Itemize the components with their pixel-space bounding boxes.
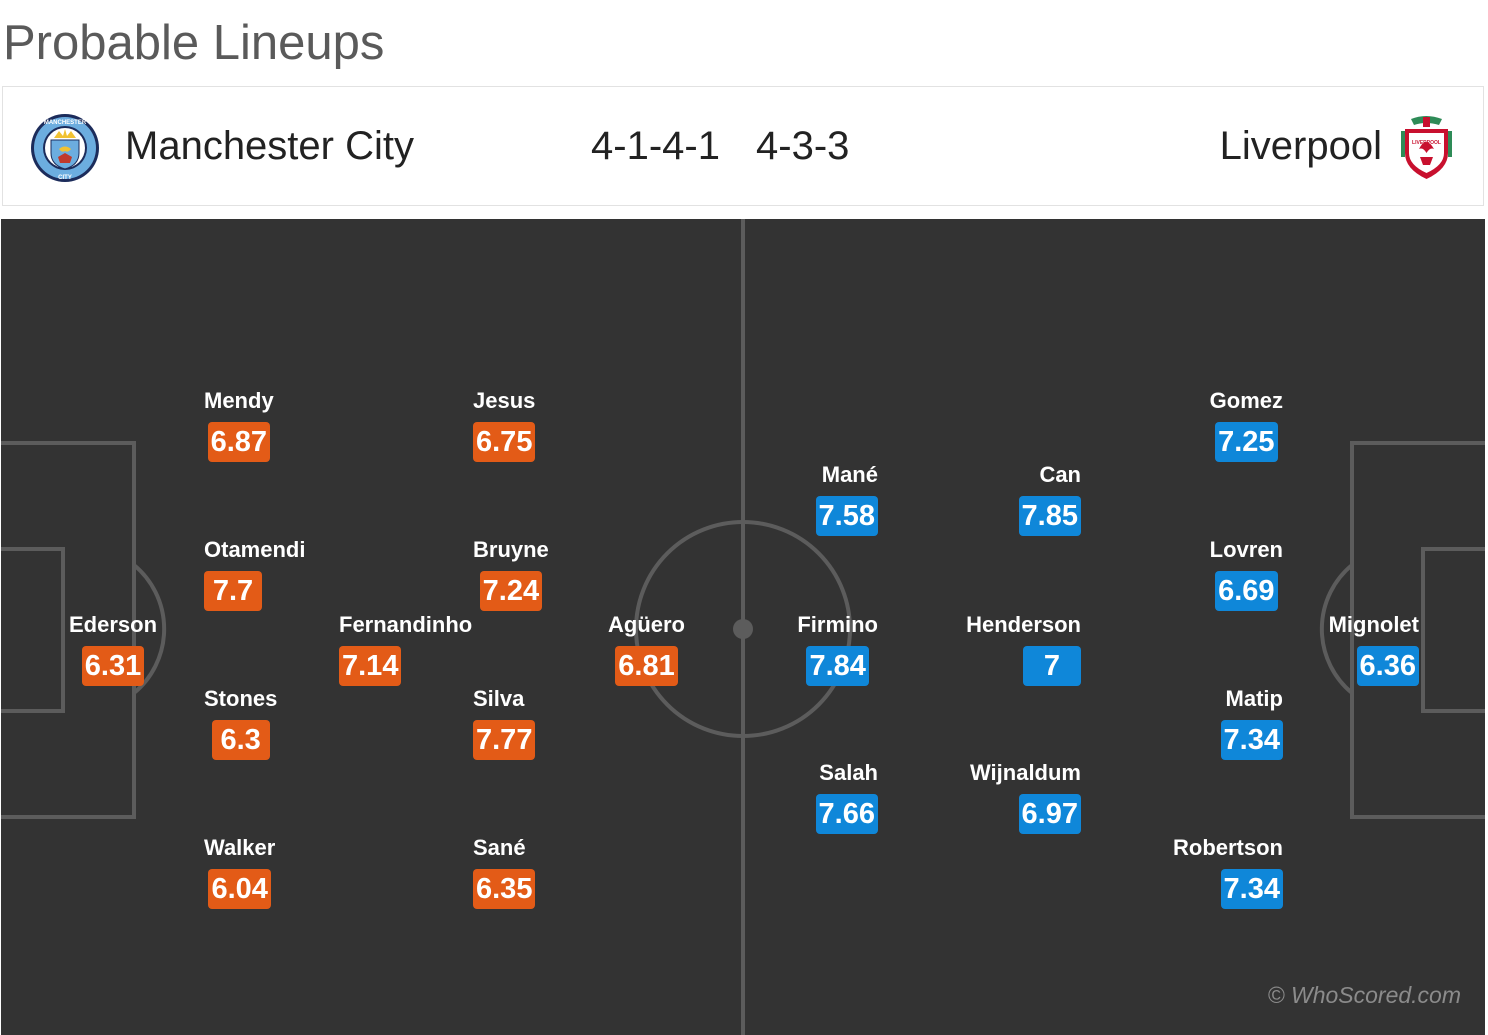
player-name: Mendy [204,388,274,413]
away-player-mignolet[interactable]: Mignolet 6.36 [1239,611,1419,686]
home-player-ederson[interactable]: Ederson 6.31 [69,611,249,686]
home-player-stones[interactable]: Stones 6.3 [204,685,384,760]
away-player-matip[interactable]: Matip 7.34 [1103,685,1283,760]
pitch-markings [1,219,1485,1035]
player-rating-badge: 6.75 [473,422,536,462]
player-name: Gomez [1209,388,1283,413]
player-name: Agüero [608,612,685,637]
player-rating-badge: 6.87 [207,422,271,462]
home-player-mendy[interactable]: Mendy 6.87 [204,387,384,462]
manchester-city-crest-icon: MANCHESTER CITY [31,114,99,182]
player-name: Can [1039,462,1081,487]
player-name: Mignolet [1328,612,1419,637]
player-name: Otamendi [204,537,306,562]
away-team-name[interactable]: Liverpool [1219,124,1382,168]
player-rating-badge: 7 [1023,646,1081,686]
player-name: Robertson [1173,835,1283,860]
away-player-robertson[interactable]: Robertson 7.34 [1103,834,1283,909]
home-player-otamendi[interactable]: Otamendi 7.7 [204,536,384,611]
player-rating-badge: 6.69 [1215,571,1278,611]
player-name: Sané [473,835,526,860]
player-name: Jesus [473,388,536,413]
home-team-name[interactable]: Manchester City [125,124,414,168]
player-name: Silva [473,686,525,711]
player-rating-badge: 7.14 [339,646,402,686]
player-rating-badge: 6.97 [1018,794,1081,834]
svg-text:LIVERPOOL: LIVERPOOL [1412,140,1441,146]
player-rating-badge: 6.35 [473,869,536,909]
away-player-salah[interactable]: Salah 7.66 [698,759,878,834]
away-player-mane[interactable]: Mané 7.58 [698,461,878,536]
player-rating-badge: 7.25 [1215,422,1278,462]
player-rating-badge: 7.34 [1220,720,1283,760]
player-name: Salah [819,760,878,785]
away-player-can[interactable]: Can 7.85 [901,461,1081,536]
player-rating-badge: 7.34 [1220,869,1283,909]
player-rating-badge: 7.24 [479,571,543,611]
player-name: Wijnaldum [969,760,1081,785]
player-rating-badge: 7.84 [806,646,869,686]
player-name: Lovren [1209,537,1283,562]
player-rating-badge: 6.81 [615,646,678,686]
player-name: Henderson [966,612,1081,637]
player-name: Stones [204,686,278,711]
away-player-henderson[interactable]: Henderson 7 [901,611,1081,686]
player-name: Matip [1225,686,1283,711]
home-player-fernandinho[interactable]: Fernandinho 7.14 [339,611,519,686]
player-rating-badge: 7.66 [815,794,878,834]
player-rating-badge: 7.58 [815,496,878,536]
away-player-firmino[interactable]: Firmino 7.84 [698,611,878,686]
player-rating-badge: 7.77 [473,720,536,760]
home-player-walker[interactable]: Walker 6.04 [204,834,384,909]
home-player-silva[interactable]: Silva 7.77 [473,685,653,760]
player-rating-badge: 6.31 [81,646,145,686]
player-name: Firmino [797,612,878,637]
match-header: MANCHESTER CITY Manchester City 4-1-4-1 … [2,86,1484,206]
svg-text:CITY: CITY [58,175,72,181]
home-player-bruyne[interactable]: Bruyne 7.24 [473,536,653,611]
home-player-jesus[interactable]: Jesus 6.75 [473,387,653,462]
home-player-aguero[interactable]: Agüero 6.81 [608,611,788,686]
player-name: Walker [204,835,276,860]
player-rating-badge: 7.7 [204,571,262,611]
player-name: Fernandinho [339,612,473,637]
away-player-gomez[interactable]: Gomez 7.25 [1103,387,1283,462]
away-formation: 4-3-3 [756,124,850,168]
player-name: Mané [821,462,878,487]
player-name: Bruyne [473,537,549,562]
player-rating-badge: 7.85 [1018,496,1081,536]
watermark: © WhoScored.com [1267,982,1461,1008]
liverpool-crest-icon: LIVERPOOL [1401,116,1452,179]
player-name: Ederson [69,612,158,637]
player-rating-badge: 6.3 [211,720,270,760]
away-player-lovren[interactable]: Lovren 6.69 [1103,536,1283,611]
player-rating-badge: 6.04 [208,869,271,909]
home-player-sane[interactable]: Sané 6.35 [473,834,653,909]
away-player-wijnaldum[interactable]: Wijnaldum 6.97 [901,759,1081,834]
page-title: Probable Lineups [3,16,385,70]
svg-text:MANCHESTER: MANCHESTER [44,120,87,126]
home-formation: 4-1-4-1 [591,124,720,168]
player-rating-badge: 6.36 [1356,646,1419,686]
